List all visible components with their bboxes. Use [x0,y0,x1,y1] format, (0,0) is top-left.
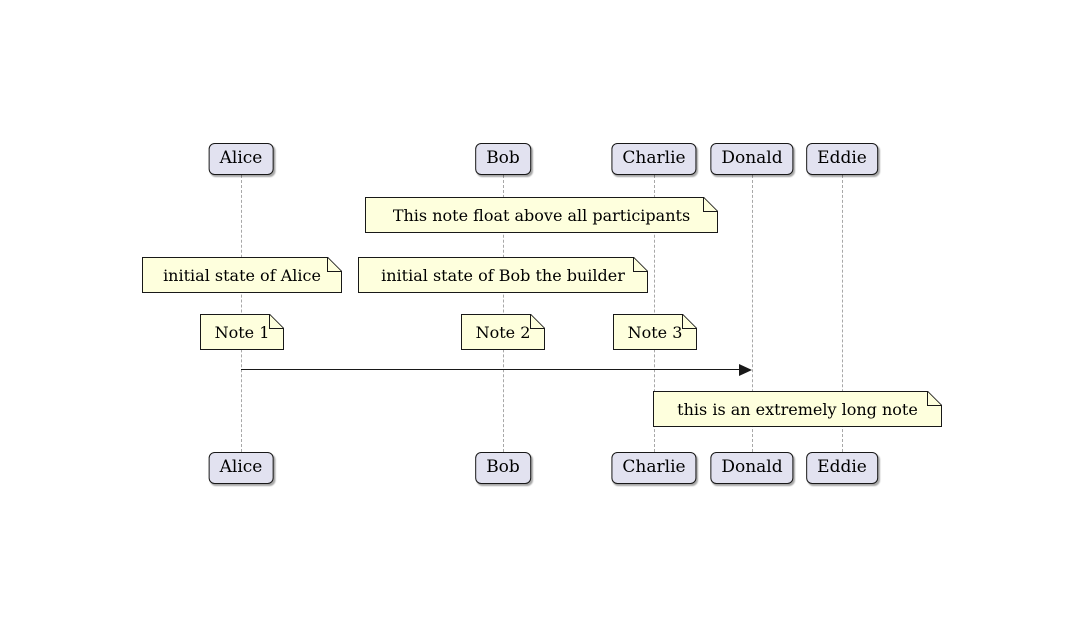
participant-charlie-top: Charlie [611,143,697,175]
note-1: Note 1 [200,314,284,350]
note-alice-initial-text: initial state of Alice [163,265,321,285]
message-arrow-alice-to-donald [241,369,741,370]
note-3-text: Note 3 [627,322,683,342]
note-3: Note 3 [613,314,697,350]
note-bob-initial: initial state of Bob the builder [358,257,648,293]
lifeline-charlie [653,175,655,452]
note-floating-text: This note float above all participants [392,205,691,225]
lifeline-donald [751,175,753,452]
note-alice-initial: initial state of Alice [142,257,342,293]
participant-bob-top: Bob [475,143,531,175]
note-fold-icon [927,391,942,406]
participant-charlie-bottom: Charlie [611,452,697,484]
participant-donald-bottom: Donald [710,452,794,484]
participant-donald-top: Donald [710,143,794,175]
participant-eddie-top: Eddie [806,143,878,175]
note-2-text: Note 2 [475,322,531,342]
note-1-text: Note 1 [214,322,270,342]
participant-bob-bottom: Bob [475,452,531,484]
lifeline-eddie [841,175,843,452]
note-long-text: this is an extremely long note [677,399,918,419]
note-fold-icon [703,197,718,212]
lifeline-bob [502,175,504,452]
participant-alice-bottom: Alice [208,452,274,484]
note-bob-initial-text: initial state of Bob the builder [381,265,625,285]
participant-eddie-bottom: Eddie [806,452,878,484]
arrowhead-icon [739,364,752,376]
note-2: Note 2 [461,314,545,350]
note-fold-icon [633,257,648,272]
note-fold-icon [327,257,342,272]
note-floating: This note float above all participants [365,197,718,233]
participant-alice-top: Alice [208,143,274,175]
lifeline-alice [240,175,242,452]
note-long: this is an extremely long note [653,391,942,427]
